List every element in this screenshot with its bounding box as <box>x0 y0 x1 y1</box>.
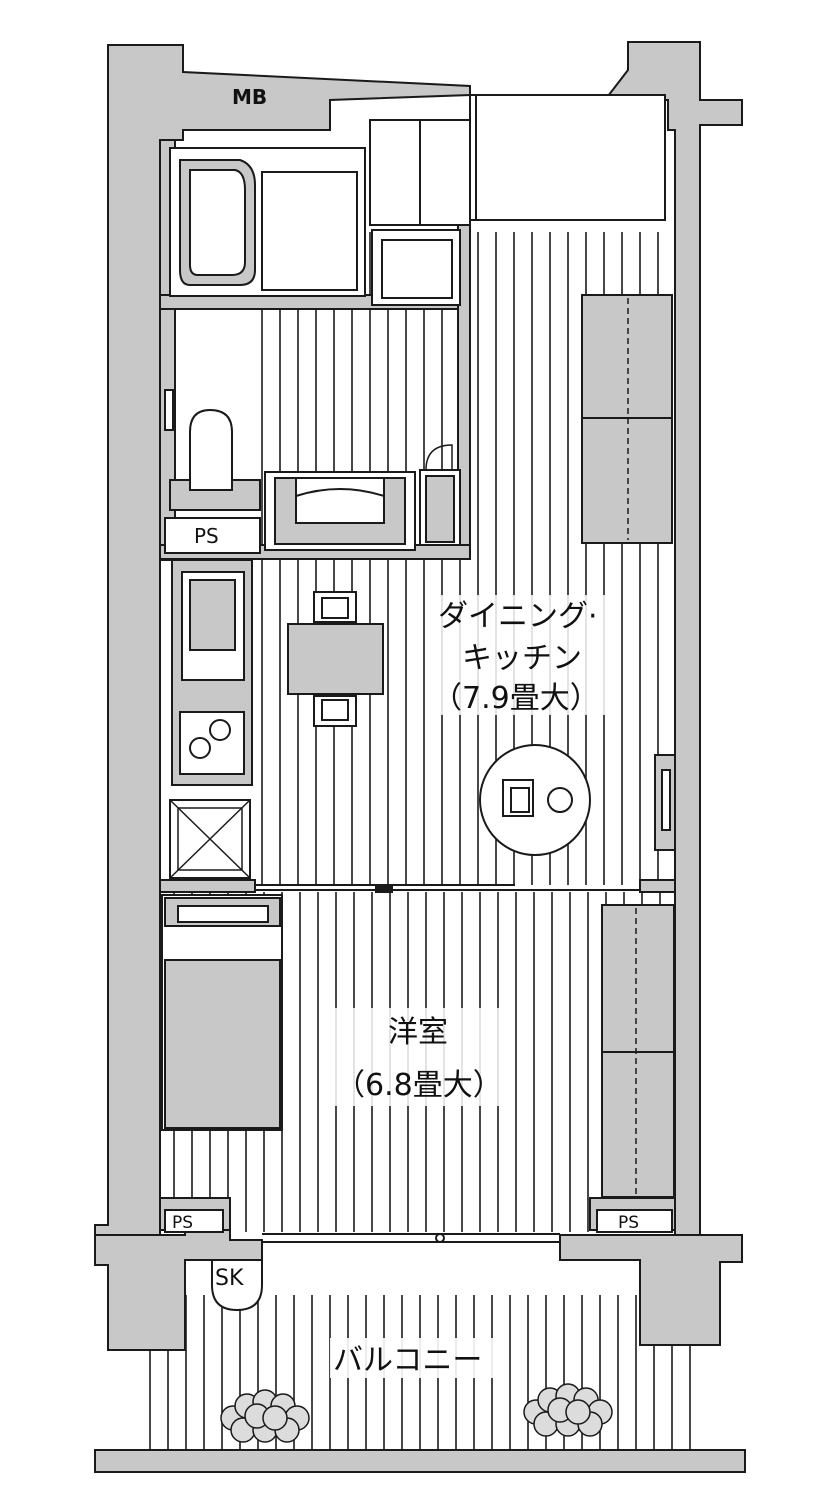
shrub-left <box>220 1389 310 1443</box>
dining-kitchen-label: ダイニング· キッチン （7.9畳大） <box>432 595 607 716</box>
ps-label-top: PS <box>194 524 219 548</box>
balcony-name: バルコニー <box>333 1343 482 1378</box>
bathroom <box>169 147 366 297</box>
sk-label: SK <box>215 1266 244 1291</box>
outer-walls <box>94 41 746 1473</box>
dining-table[interactable] <box>287 591 384 727</box>
western-name: 洋室 <box>388 1015 448 1050</box>
ps-top-box <box>164 517 261 554</box>
round-table <box>479 744 591 856</box>
storage-cabinet-top[interactable] <box>581 294 673 544</box>
wall-column <box>654 754 676 851</box>
dining-name: ダイニング· <box>438 599 598 634</box>
washbasin <box>371 229 461 306</box>
ps-bottom-boxes <box>164 1209 673 1233</box>
laundry <box>264 444 461 551</box>
ps-label-right: PS <box>618 1213 639 1233</box>
kitchen-counter <box>171 559 253 786</box>
toilet-room <box>164 389 261 511</box>
sk-box <box>211 1259 263 1312</box>
shrub-leaf <box>565 1399 591 1425</box>
shrub-leaf <box>262 1405 288 1431</box>
closet[interactable] <box>601 904 675 1198</box>
western-room-label: 洋室 （6.8畳大） <box>335 1008 503 1106</box>
bed <box>161 894 283 1131</box>
ps-label-left: PS <box>172 1213 193 1233</box>
fridge-space <box>169 799 251 879</box>
sliding-partition[interactable] <box>255 884 640 893</box>
western-area: （6.8畳大） <box>335 1068 503 1103</box>
mb-label: MB <box>232 85 267 109</box>
dining-area: （7.9畳大） <box>432 681 600 716</box>
balcony-window[interactable] <box>262 1233 560 1243</box>
shrub-right <box>523 1383 613 1437</box>
shoe-cabinet <box>369 119 471 226</box>
entrance <box>469 94 666 221</box>
dining-name2: キッチン <box>462 641 582 676</box>
balcony-label: バルコニー <box>330 1338 505 1378</box>
